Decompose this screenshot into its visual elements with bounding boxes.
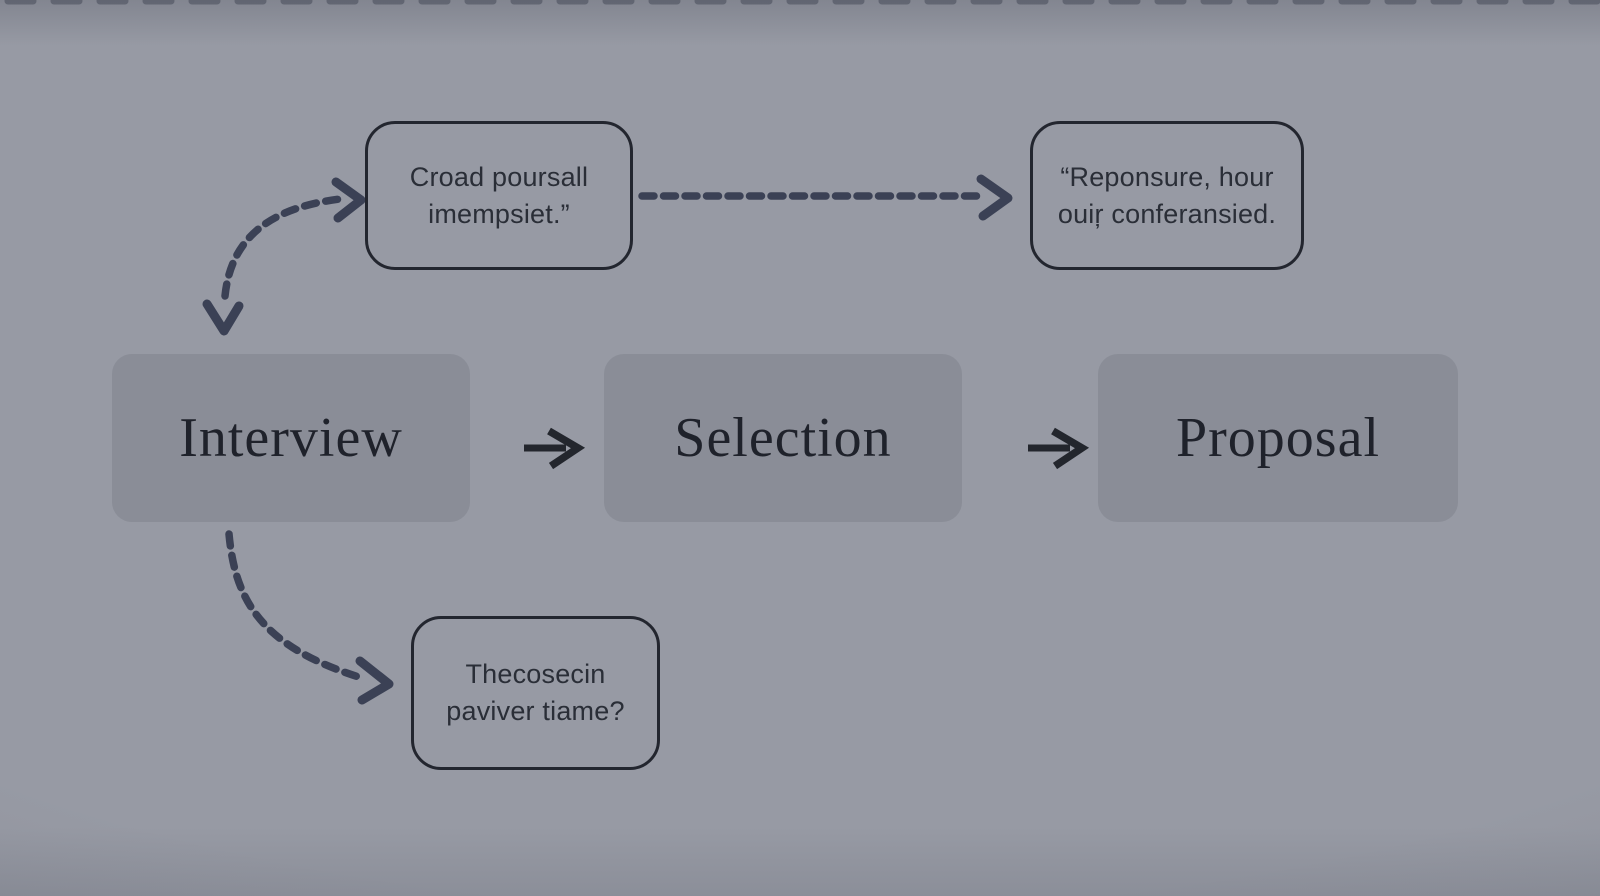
annotation-line: “Reponsure, hour <box>1060 161 1274 192</box>
annotation-line: Croad poursall <box>409 161 589 192</box>
annotation-bottom: Thecosecin paviver tiame? <box>411 616 660 770</box>
annotation-top-left: Croad poursall imempsiet.” <box>365 121 633 270</box>
annotation-line: imempsiet.” <box>428 198 570 229</box>
annotation-line: paviver tiame? <box>446 696 625 726</box>
node-label: Proposal <box>1176 407 1380 469</box>
node-interview: Interview <box>112 354 470 522</box>
node-label: Selection <box>674 407 892 469</box>
arrow-right-icon <box>1028 427 1090 470</box>
annotation-line: ouiŗ conferansied. <box>1057 198 1277 229</box>
node-proposal: Proposal <box>1098 354 1458 522</box>
arrow-right-icon <box>524 427 586 470</box>
dashed-curved-arrow-interview-question-icon <box>225 530 394 705</box>
annotation-top-right: “Reponsure, hour ouiŗ conferansied. <box>1030 121 1304 270</box>
node-selection: Selection <box>604 354 962 522</box>
dashed-arrow-note-to-note-icon <box>638 174 1013 221</box>
node-label: Interview <box>179 407 403 469</box>
annotation-line: Thecosecin <box>465 659 606 689</box>
dashed-curved-arrow-interview-note-icon <box>202 177 366 336</box>
